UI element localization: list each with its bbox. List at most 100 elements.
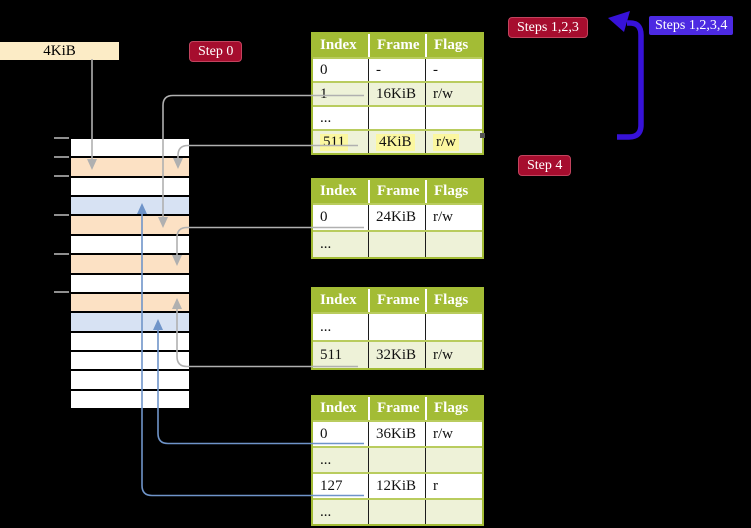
steps123-badge: Steps 1,2,3 — [508, 17, 588, 38]
memory-frame-row-blue — [71, 311, 189, 331]
table-cell: ... — [320, 109, 332, 126]
table-row: ... — [313, 230, 482, 257]
frame-4kib-label: 4KiB — [0, 42, 119, 60]
table-cell: 12KiB — [368, 474, 425, 498]
table-cell: 32KiB — [368, 342, 425, 368]
table-cell: ... — [320, 451, 332, 468]
table-cell — [425, 232, 482, 257]
table-row: 0 -- — [313, 57, 482, 81]
steps1234-badge: Steps 1,2,3,4 — [649, 16, 734, 35]
table-cell — [425, 314, 482, 340]
table-cell: 4KiB — [368, 131, 425, 153]
table-cell — [368, 314, 425, 340]
table-cell: 511 — [313, 131, 368, 153]
step0-badge: Step 0 — [189, 41, 243, 62]
column-header: Frame — [368, 289, 425, 312]
column-header: Flags — [425, 397, 482, 420]
table-cell: r/w — [425, 83, 482, 105]
table-cell: 0 — [320, 425, 328, 442]
table-cell: ... — [320, 503, 332, 520]
memory-tick — [54, 175, 69, 177]
memory-frame-row-white — [71, 272, 189, 292]
table-cell — [425, 448, 482, 472]
column-header: Flags — [425, 34, 482, 57]
table-cell: 511 — [320, 346, 342, 363]
table-row: ... — [313, 312, 482, 340]
memory-tick — [54, 214, 69, 216]
memory-tick — [54, 137, 69, 139]
memory-tick — [54, 291, 69, 293]
table-row: ... — [313, 446, 482, 472]
table-cell: 16KiB — [368, 83, 425, 105]
memory-tick — [54, 156, 69, 158]
table-cell — [425, 107, 482, 129]
table-cell: r/w — [425, 131, 482, 153]
step4-badge: Step 4 — [518, 155, 572, 176]
column-header: Index — [320, 292, 357, 308]
arrowhead-left-icon — [608, 11, 630, 32]
column-header: Frame — [368, 34, 425, 57]
memory-tick — [54, 253, 69, 255]
memory-frame-row-peach — [71, 214, 189, 234]
table-cell: ... — [320, 236, 332, 252]
table-cell: - — [368, 59, 425, 81]
table-cell — [368, 448, 425, 472]
memory-frame-row-white — [71, 349, 189, 370]
memory-frame-row-white — [71, 388, 189, 409]
table-cell: r — [425, 474, 482, 498]
table-cell: 127 — [320, 477, 343, 494]
table-cell: 1 — [320, 85, 328, 102]
table-cell — [368, 500, 425, 524]
frame-4kib-label-text: 4KiB — [43, 42, 76, 59]
column-header: Index — [320, 183, 357, 199]
memory-frame-row-peach — [71, 291, 189, 312]
highlighted-value: 511 — [320, 133, 348, 151]
table-cell — [368, 232, 425, 257]
memory-frame-row-white — [71, 330, 189, 350]
table-cell: r/w — [425, 205, 482, 230]
table-cell — [425, 500, 482, 524]
arrow-recursive-loop — [617, 20, 644, 140]
table-cell: 0 — [320, 209, 328, 225]
table-cell: 36KiB — [368, 422, 425, 446]
table-cell: - — [425, 59, 482, 81]
highlighted-value: 4KiB — [376, 133, 415, 151]
column-header: Frame — [368, 180, 425, 203]
physical-memory-strip — [70, 138, 190, 409]
highlighted-value: r/w — [433, 133, 459, 151]
table-row: ... — [313, 105, 482, 129]
column-header: Index — [320, 37, 357, 53]
table-cell: ... — [320, 318, 332, 335]
table-cell: 0 — [320, 61, 328, 78]
column-header: Flags — [425, 180, 482, 203]
memory-frame-row-peach — [71, 156, 189, 176]
table-cell: r/w — [425, 342, 482, 368]
table-cell: r/w — [425, 422, 482, 446]
table-row: 511 4KiB r/w — [313, 129, 482, 153]
memory-frame-row-blue — [71, 195, 189, 215]
memory-frame-row-white — [71, 139, 189, 157]
table-cell: 24KiB — [368, 205, 425, 230]
memory-frame-row-white — [71, 369, 189, 389]
column-header: Frame — [368, 397, 425, 420]
table-row: ... — [313, 498, 482, 524]
memory-frame-row-white — [71, 233, 189, 254]
memory-frame-row-white — [71, 175, 189, 196]
column-header: Index — [320, 400, 357, 416]
table-cell — [368, 107, 425, 129]
memory-frame-row-peach — [71, 253, 189, 273]
